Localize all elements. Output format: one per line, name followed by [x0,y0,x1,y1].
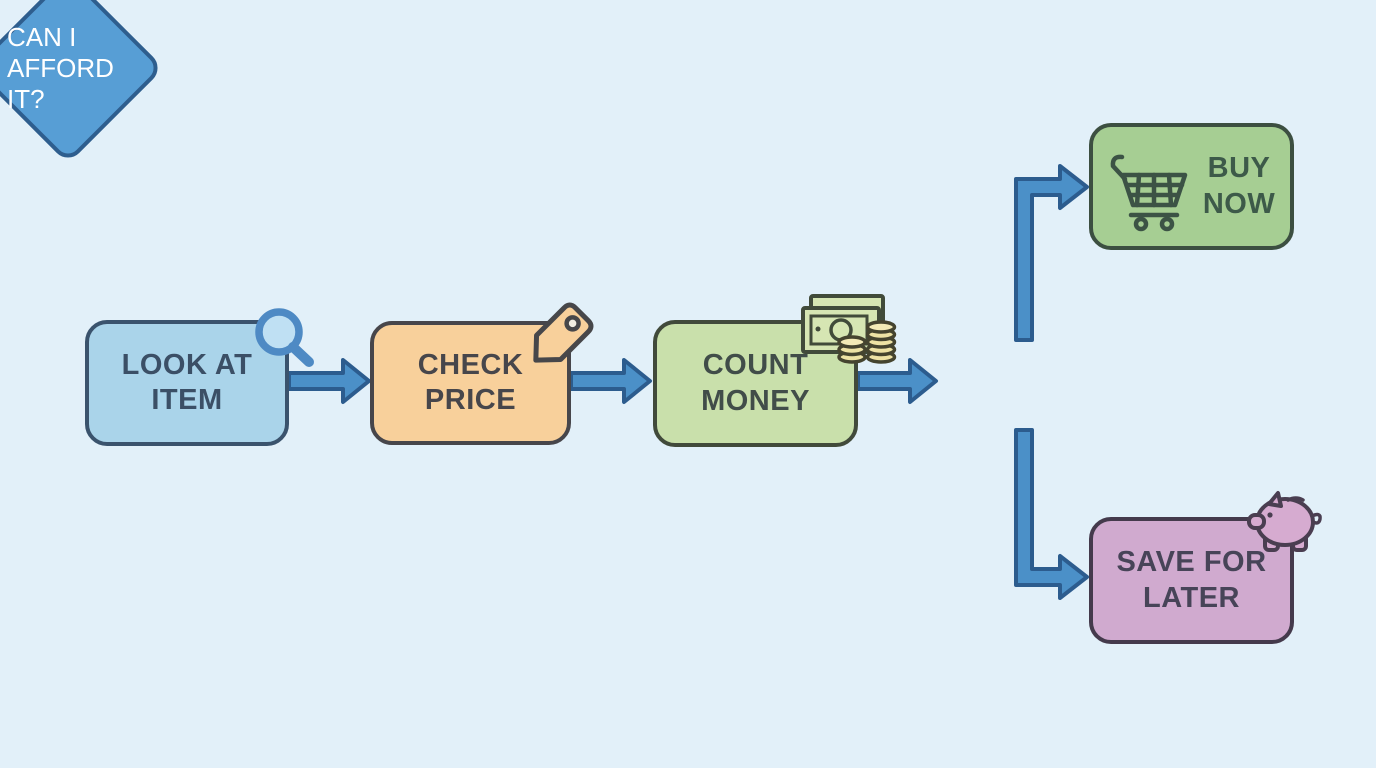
node-look-at-item: LOOK AT ITEM [85,308,314,446]
piggy-bank-icon [1247,491,1322,552]
money-icon [801,294,897,364]
arrow-count-to-decision [856,358,938,404]
node-save-for-later: SAVE FOR LATER [1089,491,1322,644]
arrow-check-to-count [569,358,652,404]
node-check-price: CHECK PRICE [370,302,594,445]
cart-icon [1110,154,1188,232]
magnifier-icon [255,308,314,367]
node-check-price-label: CHECK PRICE [417,348,524,416]
node-buy-now-label: BUY NOW [1202,152,1276,220]
node-count-money-label: COUNT MONEY [701,349,810,417]
node-save-for-later-label: SAVE FOR LATER [1116,546,1267,614]
arrow-decision-to-save [1014,428,1089,600]
arrow-look-to-check [287,358,371,404]
node-afford-decision-label: CAN I AFFORD IT? [6,21,114,114]
node-count-money: COUNT MONEY [653,294,897,447]
arrow-decision-to-buy [1014,164,1089,342]
price-tag-icon [533,302,594,363]
node-buy-now: BUY NOW [1089,123,1294,250]
node-afford-decision-inner: CAN I AFFORD IT? [0,0,136,136]
node-look-at-item-label: LOOK AT ITEM [121,348,253,416]
